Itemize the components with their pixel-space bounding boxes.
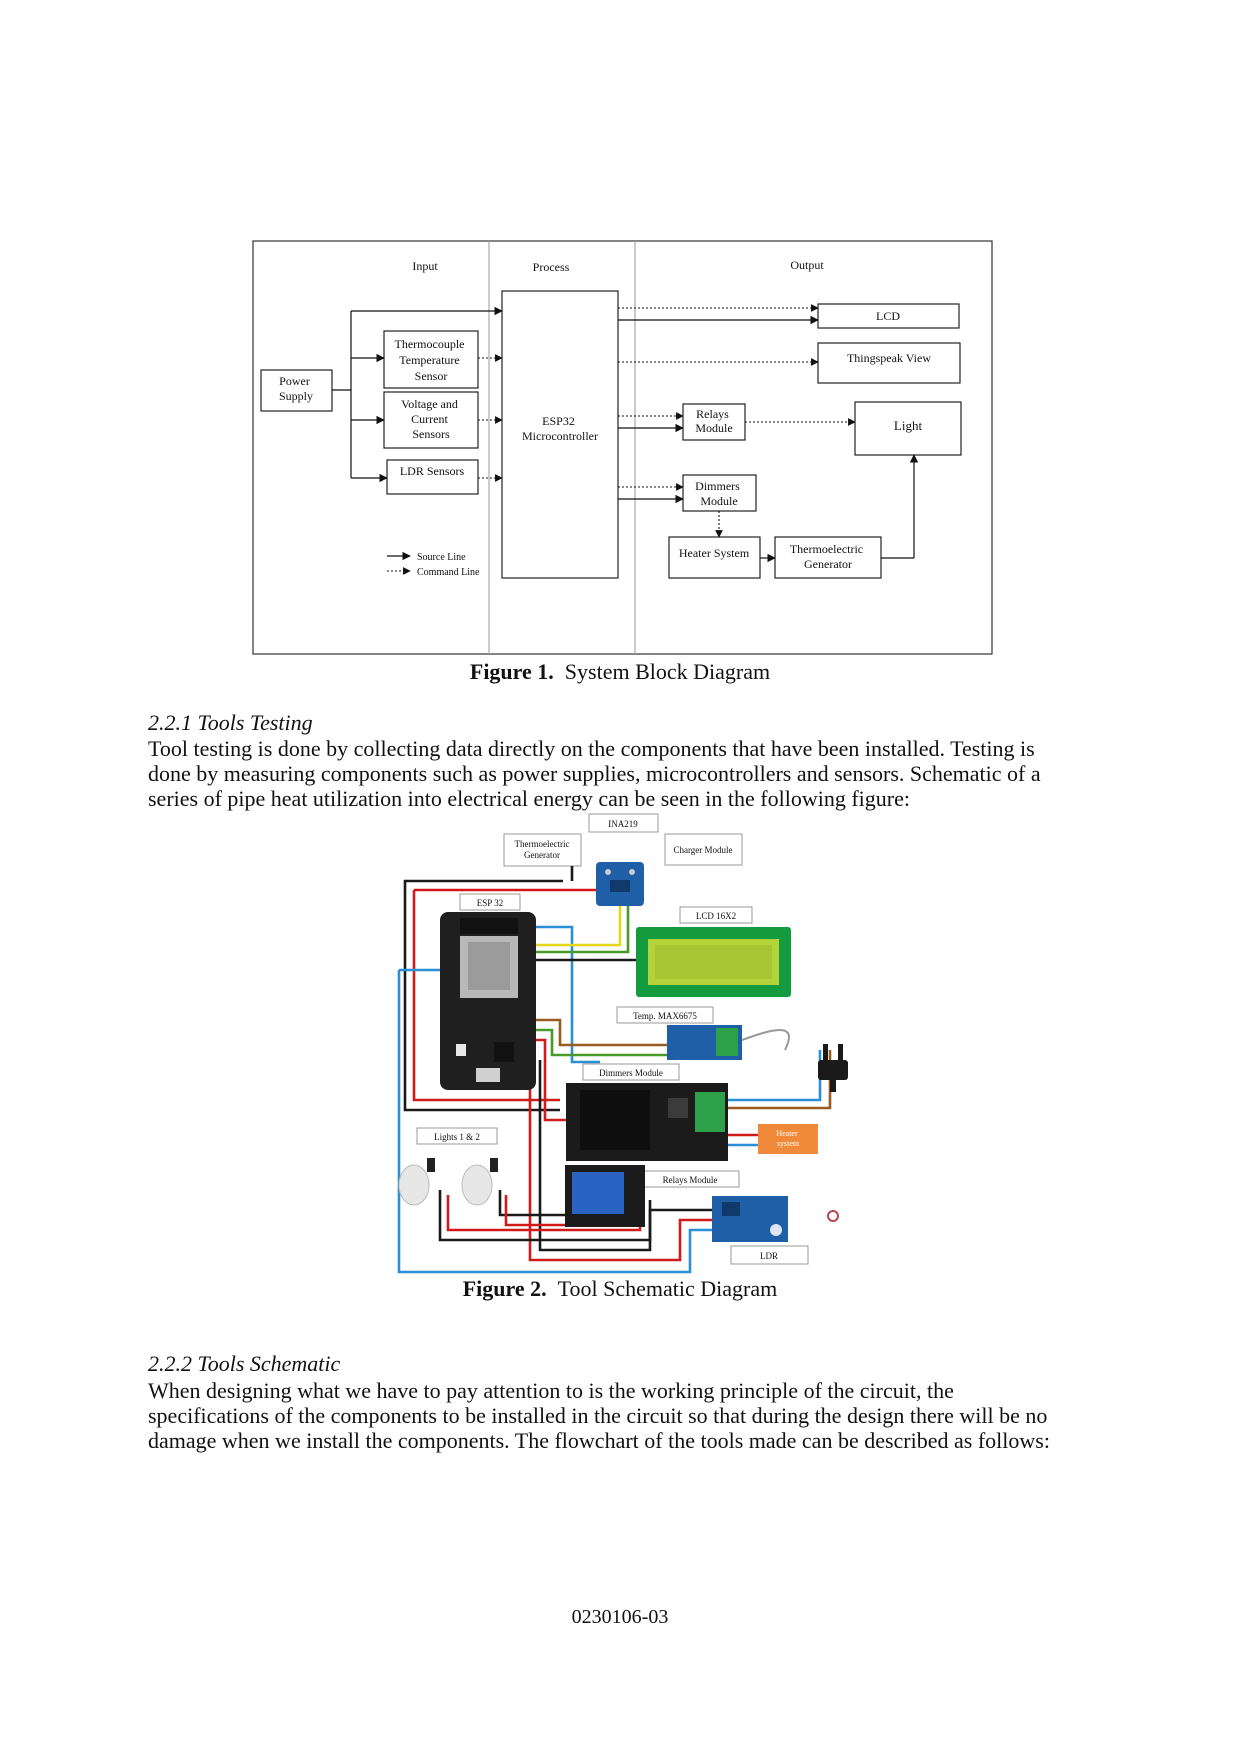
figure2-caption: Figure 2. Tool Schematic Diagram (0, 1276, 1240, 1302)
label-temp: Temp. MAX6675 (633, 1011, 697, 1021)
block-power-supply: Power Supply (279, 374, 313, 403)
block-heater: Heater System (679, 546, 750, 560)
label-ldr: LDR (760, 1251, 778, 1261)
section-221-paragraph: Tool testing is done by collecting data … (148, 736, 1041, 811)
figure2-label: Figure 2. (462, 1276, 547, 1301)
dimmer-module (566, 1083, 728, 1161)
lcd-16x2-display (636, 927, 791, 997)
block-lcd: LCD (876, 309, 900, 323)
figure2-title: Tool Schematic Diagram (557, 1276, 778, 1301)
block-dimmers: Dimmers Module (695, 479, 743, 508)
diagram-frame (252, 240, 993, 655)
col-output: Output (790, 258, 824, 272)
light-bulbs (398, 1158, 498, 1206)
section-222-heading: 2.2.2 Tools Schematic (148, 1351, 341, 1376)
power-plug (818, 1044, 848, 1092)
block-teg: Thermoelectric Generator (790, 542, 866, 571)
system-block-diagram: Input Process Output Power Supply Thermo… (252, 240, 993, 655)
label-dimmers: Dimmers Module (599, 1068, 663, 1078)
block-relays: Relays Module (695, 407, 732, 435)
ldr-module (712, 1196, 839, 1242)
label-charger: Charger Module (673, 845, 732, 855)
label-ina219: INA219 (608, 819, 638, 829)
label-lights: Lights 1 & 2 (434, 1132, 480, 1142)
esp32-board (440, 912, 536, 1090)
label-lcd: LCD 16X2 (696, 911, 736, 921)
page-number: 0230106-03 (571, 1606, 669, 1628)
label-esp32: ESP 32 (477, 898, 503, 908)
figure1-title: System Block Diagram (564, 659, 771, 684)
block-light: Light (894, 418, 923, 433)
heater-label: Heater system (776, 1129, 800, 1148)
relay-module (565, 1165, 645, 1227)
block-esp32: ESP32 Microcontroller (522, 414, 598, 443)
block-voltage-current: Voltage and Current Sensors (401, 397, 461, 441)
figure1-label: Figure 1. (469, 659, 554, 684)
block-thermocouple: Thermocouple Temperature Sensor (395, 337, 468, 383)
col-process: Process (533, 260, 570, 274)
legend-source: Source Line (417, 552, 466, 563)
label-relays: Relays Module (663, 1175, 718, 1185)
heater-system (758, 1124, 818, 1154)
section-221-heading: 2.2.1 Tools Testing (148, 710, 313, 735)
block-thingspeak: Thingspeak View (847, 351, 931, 365)
section-222-paragraph: When designing what we have to pay atten… (148, 1378, 1050, 1453)
col-input: Input (412, 259, 438, 273)
block-ldr: LDR Sensors (400, 464, 465, 478)
figure1-caption: Figure 1. System Block Diagram (0, 659, 1240, 685)
legend-command: Command Line (417, 567, 480, 578)
